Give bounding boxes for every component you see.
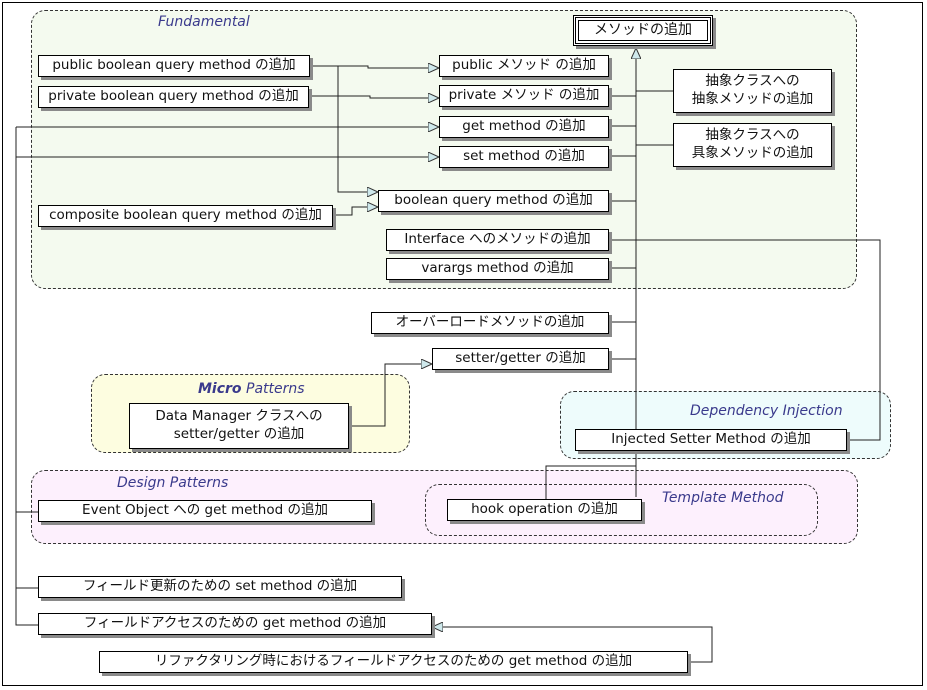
edge-hook-root	[545, 465, 636, 499]
node-abstract-class-abstract-method[interactable]: 抽象クラスへの 抽象メソッドの追加	[673, 69, 832, 113]
node-abstract-class-concrete-method[interactable]: 抽象クラスへの 具象メソッドの追加	[673, 123, 832, 167]
node-composite-boolean-query[interactable]: composite boolean query method の追加	[38, 205, 333, 227]
node-root-method-addition[interactable]: メソッドの追加	[573, 15, 713, 46]
edge-interface-injected	[609, 239, 881, 441]
edge-private-query-private	[309, 96, 439, 98]
dm-line-2: setter/getter の追加	[173, 426, 305, 442]
node-overload-method[interactable]: オーバーロードメソッドの追加	[371, 312, 609, 334]
node-field-access-get-method[interactable]: フィールドアクセスのための get method の追加	[38, 613, 432, 635]
node-refactoring-field-access-get-method[interactable]: リファクタリング時におけるフィールドアクセスのための get method の追…	[99, 651, 688, 673]
node-public-method[interactable]: public メソッド の追加	[439, 55, 609, 77]
concrete-line-2: 具象メソッドの追加	[691, 145, 814, 161]
node-varargs-method[interactable]: varargs method の追加	[386, 258, 609, 280]
group-micro-patterns-label: Micro Patterns	[198, 381, 305, 397]
micro-bold-text: Micro	[198, 381, 242, 397]
node-public-boolean-query[interactable]: public boolean query method の追加	[38, 55, 310, 77]
node-boolean-query-method[interactable]: boolean query method の追加	[378, 190, 609, 212]
node-data-manager-setter-getter[interactable]: Data Manager クラスへの setter/getter の追加	[129, 403, 349, 449]
node-get-method[interactable]: get method の追加	[439, 116, 609, 138]
node-setter-getter[interactable]: setter/getter の追加	[432, 348, 609, 370]
group-template-method	[425, 484, 818, 536]
edge-public-query-bool	[337, 66, 378, 192]
edge-datamanager-setter	[349, 364, 432, 427]
node-injected-setter-method[interactable]: Injected Setter Method の追加	[575, 429, 847, 451]
node-private-boolean-query[interactable]: private boolean query method の追加	[38, 86, 309, 108]
edge-composite-bool	[333, 207, 378, 216]
group-dependency-injection-label: Dependency Injection	[690, 403, 843, 419]
node-interface-method[interactable]: Interface へのメソッドの追加	[386, 229, 609, 251]
node-hook-operation[interactable]: hook operation の追加	[447, 499, 642, 521]
edge-public-query-public	[310, 66, 439, 68]
edge-left-trunk	[15, 127, 38, 626]
dm-line-1: Data Manager クラスへの	[155, 408, 323, 425]
group-design-patterns-label: Design Patterns	[117, 475, 229, 491]
edge-refactoring-field-access	[432, 627, 713, 663]
abstract-line-2: 抽象メソッドの追加	[691, 91, 814, 107]
concrete-line-1: 抽象クラスへの	[705, 127, 800, 144]
node-event-object-get-method[interactable]: Event Object への get method の追加	[38, 500, 372, 522]
group-fundamental-label: Fundamental	[158, 14, 250, 30]
node-private-method[interactable]: private メソッド の追加	[439, 85, 609, 107]
abstract-line-1: 抽象クラスへの	[705, 73, 800, 90]
node-set-method[interactable]: set method の追加	[439, 146, 609, 168]
group-template-method-label: Template Method	[662, 490, 784, 506]
micro-rest-text: Patterns	[241, 381, 305, 397]
node-field-update-set-method[interactable]: フィールド更新のための set method の追加	[38, 576, 402, 598]
